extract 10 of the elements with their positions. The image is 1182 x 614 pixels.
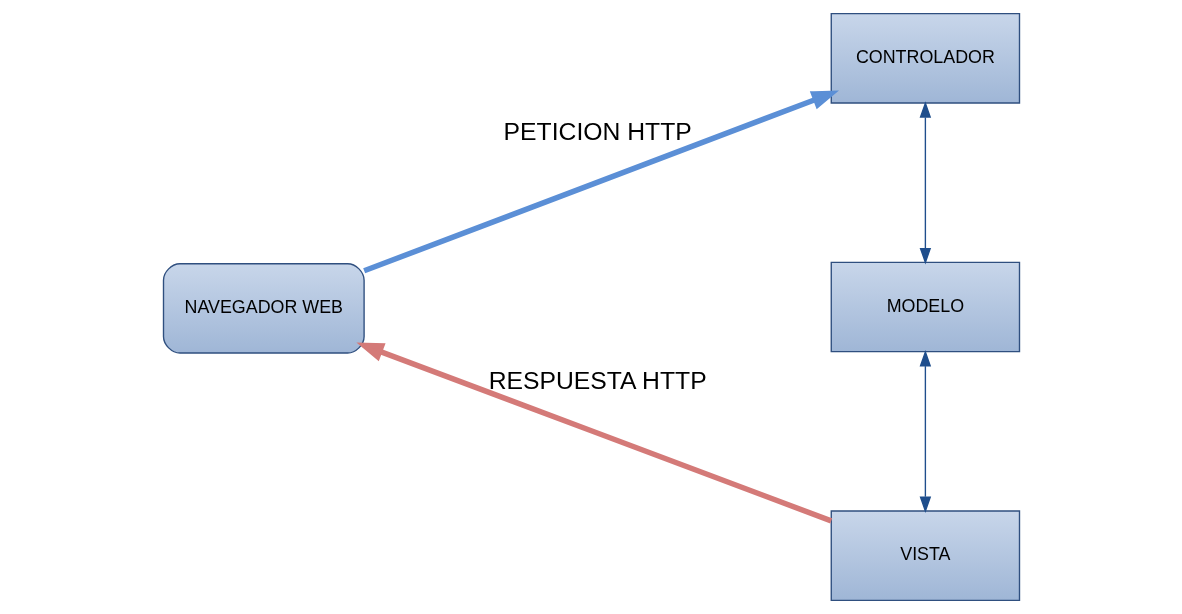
arrow — [919, 349, 931, 514]
arrow — [355, 342, 832, 524]
arrow — [919, 101, 931, 265]
node-box: NAVEGADOR WEB — [162, 263, 365, 354]
edge-label: RESPUESTA HTTP — [488, 366, 707, 394]
edge-label: PETICION HTTP — [503, 117, 692, 145]
arrow — [362, 90, 839, 274]
node-box: MODELO — [830, 261, 1020, 353]
node-box: VISTA — [830, 510, 1020, 602]
node-box: CONTROLADOR — [830, 12, 1020, 104]
